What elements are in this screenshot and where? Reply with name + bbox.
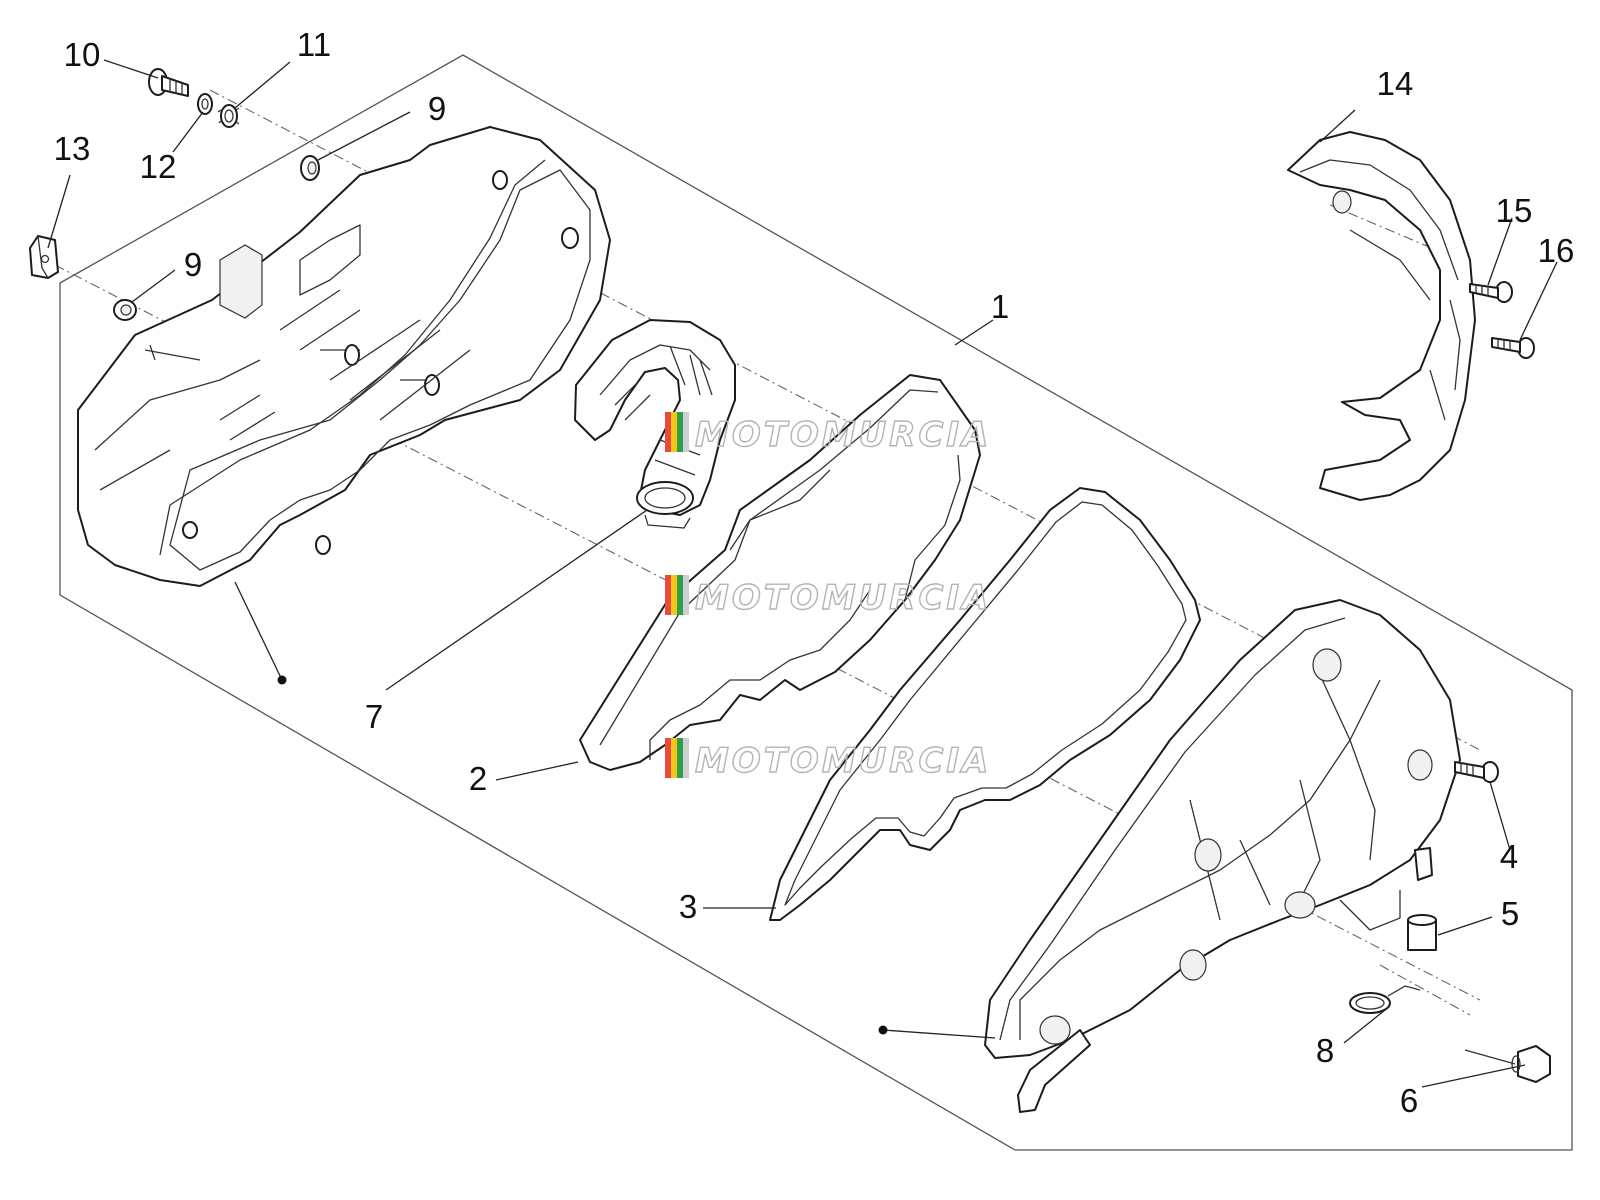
watermark-2-stripe-grey: [683, 575, 689, 615]
airbox-cover: [984, 599, 1461, 1113]
assembly-frame: [59, 54, 1573, 1151]
callout-11: 11: [297, 26, 331, 63]
gasket: [769, 487, 1201, 921]
callout-3: 3: [679, 888, 697, 925]
leader-lines: [47, 59, 1558, 1088]
watermark-3-stripe-green: [677, 738, 683, 778]
watermark-1-text: MOTOMURCIA: [695, 415, 991, 455]
washer-12: [197, 93, 213, 115]
heat-shield: [1287, 131, 1476, 501]
watermark-3-stripe-red: [665, 738, 671, 778]
callout-5: 5: [1501, 895, 1519, 932]
watermark-3: MOTOMURCIA: [665, 738, 991, 782]
callout-13: 13: [54, 130, 91, 167]
watermark-3-stripe-grey: [683, 738, 689, 778]
callout-14: 14: [1377, 65, 1414, 102]
callout-6: 6: [1400, 1082, 1418, 1119]
watermark-2-text: MOTOMURCIA: [695, 578, 991, 618]
drain-cap-5: [1407, 914, 1437, 951]
intake-duct: [574, 319, 736, 529]
screw-4: [1454, 761, 1499, 783]
callout-9-upper: 9: [428, 90, 446, 127]
callout-15: 15: [1496, 192, 1533, 229]
watermark-2-stripe-yellow: [671, 575, 677, 615]
watermark-1: MOTOMURCIA: [665, 412, 991, 456]
watermark-2: MOTOMURCIA: [665, 575, 991, 619]
callout-8: 8: [1316, 1032, 1334, 1069]
airbox-base: [77, 126, 611, 587]
callout-4: 4: [1500, 838, 1518, 875]
clip-nut-13: [29, 235, 59, 279]
screw-16: [1491, 337, 1535, 359]
watermark-3-text: MOTOMURCIA: [695, 741, 991, 781]
callout-16: 16: [1538, 232, 1575, 269]
grommet-9-upper: [300, 155, 320, 181]
reference-dot-left: [277, 675, 287, 685]
watermark-2-stripe-green: [677, 575, 683, 615]
callout-1: 1: [991, 288, 1009, 325]
watermark-1-stripe-green: [677, 412, 683, 452]
callout-7: 7: [365, 698, 383, 735]
screw-15: [1469, 281, 1513, 303]
grommet-9-lower: [113, 299, 137, 321]
hose-clamp-8: [1349, 985, 1421, 1014]
callout-9-lower: 9: [184, 246, 202, 283]
lock-washer-11: [217, 104, 240, 128]
watermark-1-stripe-grey: [683, 412, 689, 452]
watermark-3-stripe-yellow: [671, 738, 677, 778]
callout-12: 12: [140, 148, 177, 185]
knob-screw-6: [1464, 1045, 1551, 1083]
callout-10: 10: [64, 36, 101, 73]
watermark-1-stripe-red: [665, 412, 671, 452]
reference-dot-right: [878, 1025, 888, 1035]
watermark-2-stripe-red: [665, 575, 671, 615]
callout-2: 2: [469, 760, 487, 797]
watermark-1-stripe-yellow: [671, 412, 677, 452]
screw-10: [148, 68, 189, 97]
